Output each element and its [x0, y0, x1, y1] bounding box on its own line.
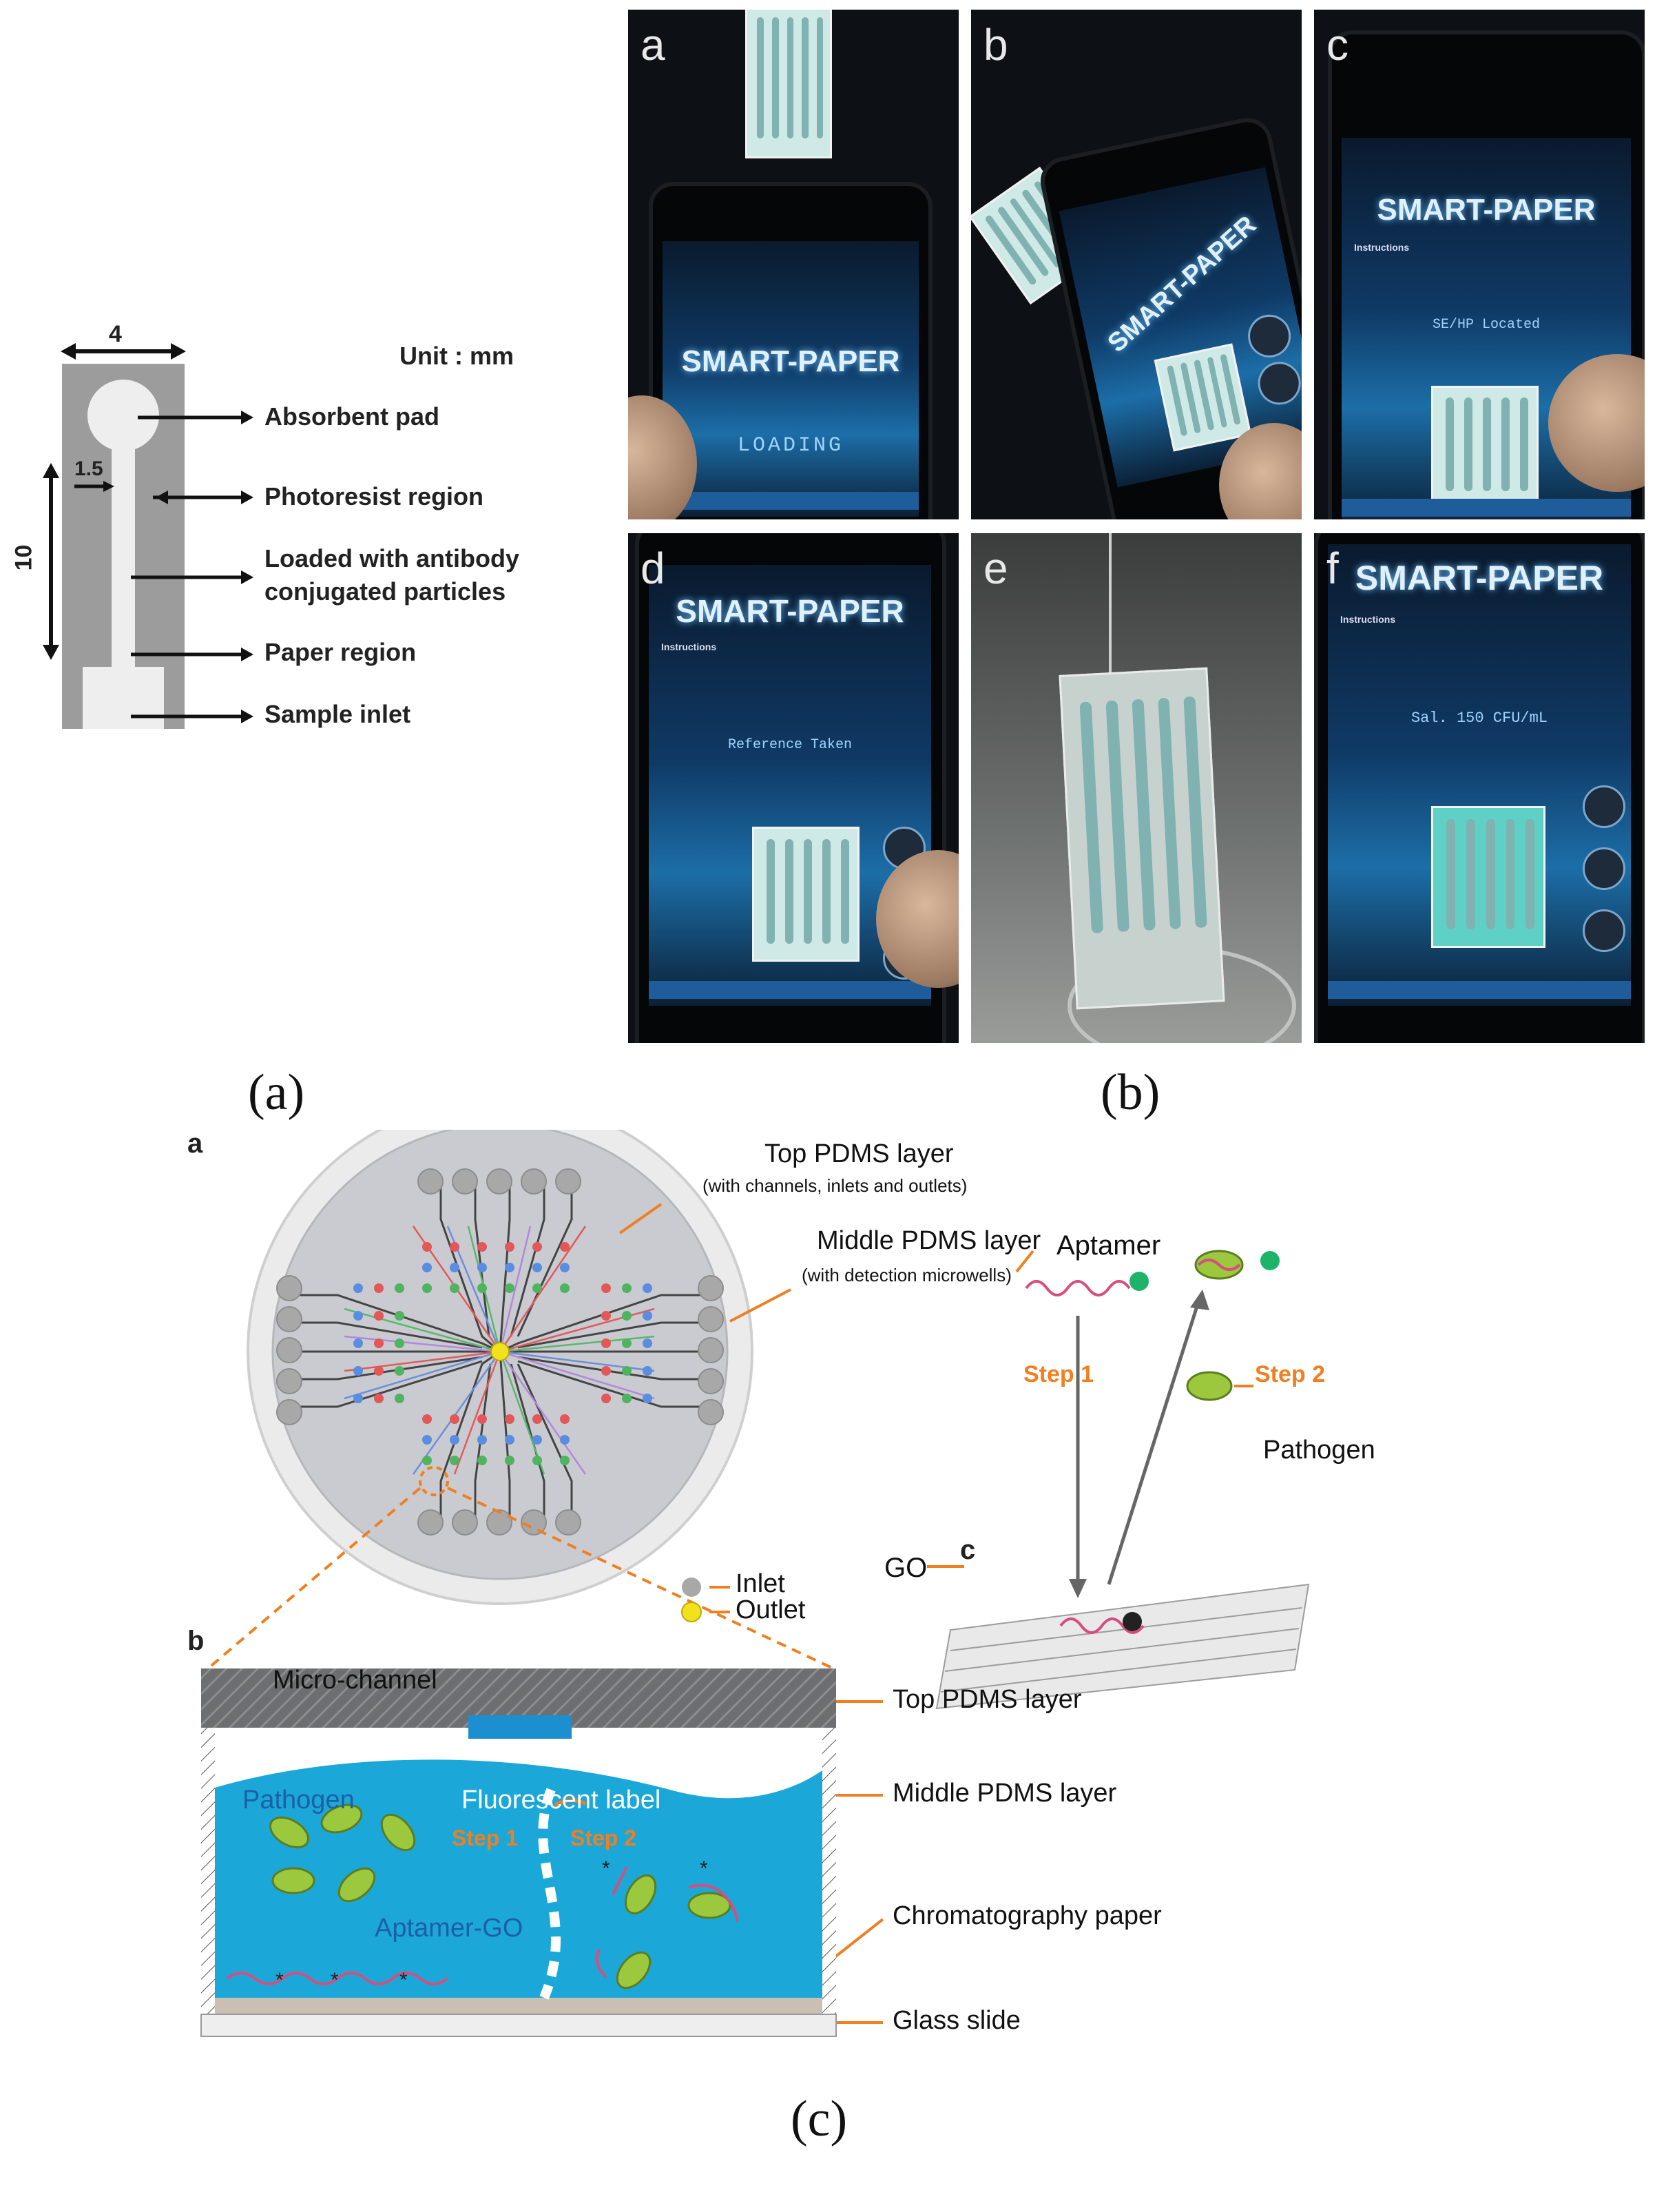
photo-a: SMART-PAPER LOADING a	[628, 10, 959, 519]
svg-text:*: *	[275, 1969, 284, 1992]
legend-outlet-dot	[681, 1602, 702, 1622]
photo-letter-d: d	[641, 544, 665, 593]
outlet-label: Outlet	[736, 1595, 806, 1624]
pathogen-cells	[269, 1803, 731, 1989]
pathogen-label-b: Pathogen	[242, 1786, 355, 1815]
caption-c: (c)	[791, 2091, 848, 2147]
step2-label-c: Step 2	[1255, 1361, 1326, 1387]
panel-b-photo-grid: SMART-PAPER LOADING a SMART-PAPER b SMAR…	[628, 10, 1646, 1043]
outlet-center	[490, 1342, 510, 1361]
photo-letter-b: b	[983, 20, 1008, 70]
unit-label: Unit : mm	[399, 342, 514, 370]
microwell-dots	[353, 1242, 652, 1465]
sub-label-c: c	[960, 1535, 976, 1565]
instructions-d: Instructions	[661, 641, 717, 652]
micro-channel-label: Micro-channel	[273, 1666, 437, 1695]
middle-pdms-label: Middle PDMS layer	[817, 1226, 1041, 1255]
top-pdms-note: (with channels, inlets and outlets)	[702, 1175, 968, 1196]
legend-inlet-dot	[682, 1578, 701, 1597]
status-a: LOADING	[737, 434, 844, 457]
photo-d: SMART-PAPER Instructions Reference Taken…	[628, 533, 959, 1043]
panel-c-diagram: * * * * *	[200, 1130, 1310, 2037]
photo-letter-f: f	[1326, 544, 1339, 593]
photo-f: SMART-PAPER Instructions Sal. 150 CFU/mL…	[1314, 533, 1645, 1043]
svg-text:*: *	[602, 1857, 610, 1880]
neck-dimension: 1.5	[74, 457, 103, 480]
top-pdms-label: Top PDMS layer	[764, 1139, 954, 1168]
sub-label-a: a	[187, 1128, 203, 1159]
aptamer-go-label: Aptamer-GO	[375, 1914, 523, 1943]
side-glass-slide: Glass slide	[893, 2006, 1021, 2035]
strip-shape	[83, 380, 164, 729]
chromatography-paper-bar	[215, 1998, 822, 2014]
side-view: * * * * *	[200, 1668, 837, 2037]
free-fluor	[1129, 1272, 1149, 1291]
sub-label-b: b	[187, 1626, 205, 1656]
instructions-f: Instructions	[1340, 614, 1396, 625]
svg-text:*: *	[399, 1969, 408, 1992]
photo-letter-c: c	[1326, 20, 1349, 70]
quenched-fluor	[1123, 1612, 1142, 1631]
photo-e: e	[971, 533, 1302, 1043]
photo-b: SMART-PAPER b	[971, 10, 1302, 519]
instructions-c: Instructions	[1354, 242, 1410, 253]
step1-label-c: Step 1	[1023, 1361, 1094, 1387]
side-middle-pdms: Middle PDMS layer	[893, 1779, 1117, 1808]
micro-channel-rect	[468, 1715, 572, 1739]
go-schematic	[927, 1250, 1310, 1710]
label-loaded-antibody-2: conjugated particles	[264, 577, 506, 606]
length-dimension: 10	[10, 544, 37, 571]
smart-paper-title-c: SMART-PAPER	[1377, 193, 1596, 227]
step1-label-b: Step 1	[452, 1826, 519, 1850]
inlet-label: Inlet	[736, 1569, 785, 1598]
svg-text:*: *	[331, 1969, 339, 1992]
inlet-circles	[276, 1168, 724, 1536]
glass-slide-bar	[200, 2014, 837, 2037]
middle-pdms-note: (with detection microwells)	[802, 1265, 1012, 1285]
svg-text:*: *	[700, 1857, 708, 1880]
chip-channels	[276, 1168, 724, 1536]
photo-letter-e: e	[983, 544, 1008, 593]
photo-c: SMART-PAPER Instructions SE/HP Located c	[1314, 10, 1645, 519]
zoom-circle	[419, 1466, 449, 1496]
fluorescent-label: Fluorescent label	[461, 1786, 661, 1815]
label-sample-inlet: Sample inlet	[264, 700, 411, 728]
width-dimension: 4	[109, 321, 122, 347]
caption-b: (b)	[1101, 1064, 1160, 1121]
label-absorbent-pad: Absorbent pad	[264, 402, 440, 431]
pathogen-label-c: Pathogen	[1263, 1436, 1375, 1465]
label-paper-region: Paper region	[264, 638, 417, 666]
photo-letter-a: a	[641, 20, 665, 70]
label-loaded-antibody-1: Loaded with antibody	[264, 544, 519, 572]
panel-a-annotations	[43, 343, 253, 723]
side-chromatography: Chromatography paper	[893, 1901, 1162, 1930]
paper-strip	[62, 364, 185, 729]
status-d: Reference Taken	[727, 737, 853, 753]
status-c: SE/HP Located	[1432, 317, 1541, 333]
smart-paper-title-a: SMART-PAPER	[681, 344, 900, 378]
smart-paper-title-b: SMART-PAPER	[1102, 210, 1262, 358]
go-label: GO	[884, 1553, 928, 1583]
liquid-fill	[215, 1759, 822, 1998]
label-photoresist-region: Photoresist region	[264, 482, 484, 510]
smart-paper-title-d: SMART-PAPER	[676, 593, 904, 629]
smart-paper-title-f: SMART-PAPER	[1355, 559, 1604, 597]
status-f: Sal. 150 CFU/mL	[1410, 710, 1548, 727]
side-top-pdms: Top PDMS layer	[893, 1685, 1082, 1714]
caption-a: (a)	[248, 1064, 305, 1121]
step2-label-b: Step 2	[570, 1826, 637, 1850]
aptamer-label: Aptamer	[1056, 1230, 1161, 1261]
